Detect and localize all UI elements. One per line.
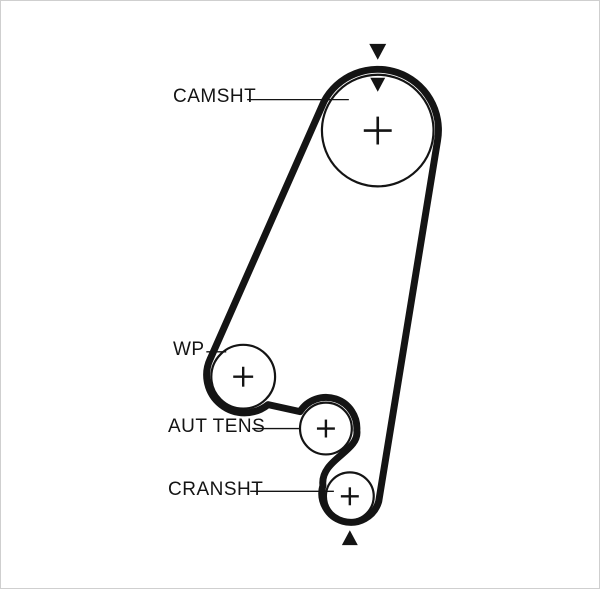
label-auto-tensioner: AUT TENS bbox=[168, 416, 266, 437]
water-pump-center-cross-icon bbox=[233, 366, 254, 387]
water-pump-pulley bbox=[210, 343, 277, 410]
tensioner-center-cross-icon bbox=[316, 419, 335, 438]
label-crankshaft: CRANSHT bbox=[168, 479, 264, 500]
label-water-pump: WP bbox=[173, 339, 205, 360]
crankshaft-center-cross-icon bbox=[340, 487, 359, 506]
camshaft-pulley bbox=[320, 73, 435, 188]
crankshaft-pulley bbox=[324, 471, 375, 522]
direction-arrow-bottom-icon bbox=[341, 530, 358, 546]
timing-mark-arrow-icon bbox=[370, 77, 386, 92]
direction-arrow-top-icon bbox=[369, 43, 387, 60]
label-camshaft: CAMSHT bbox=[173, 86, 257, 107]
timing-belt-path bbox=[203, 65, 442, 526]
camshaft-center-cross-icon bbox=[363, 116, 392, 145]
